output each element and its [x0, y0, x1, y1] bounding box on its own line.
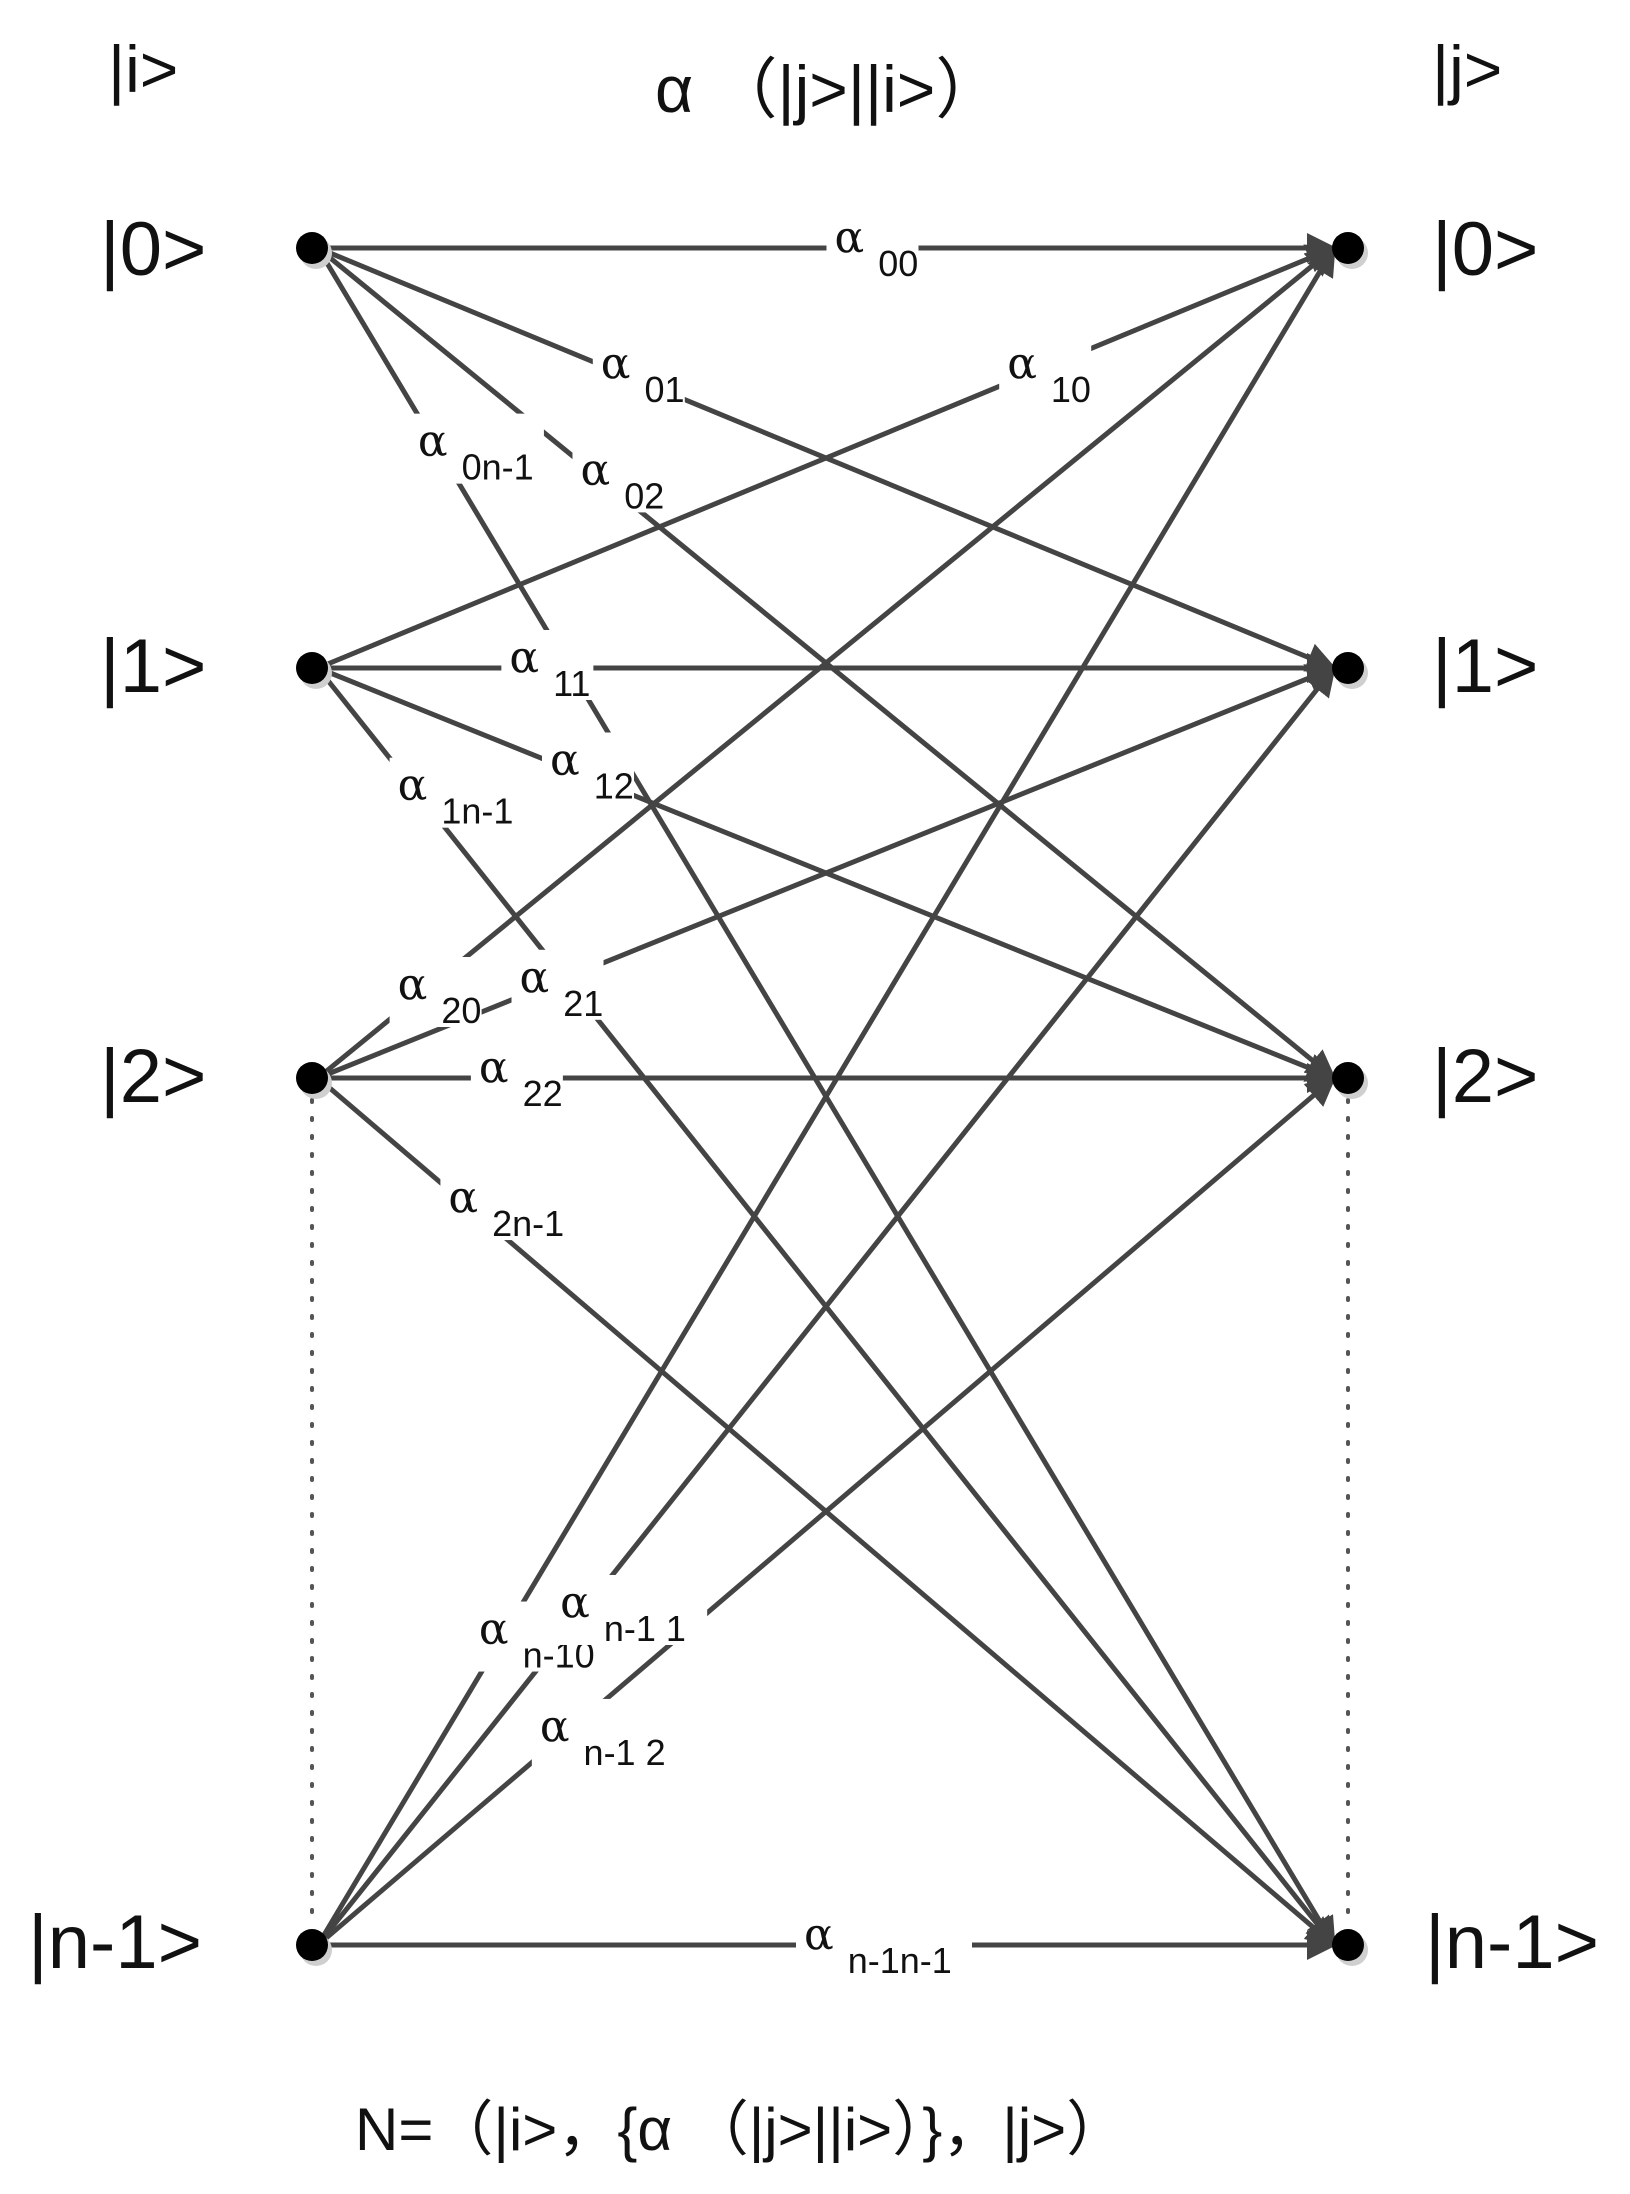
- left-state-1: |1>: [100, 624, 206, 709]
- right-node-2: [1332, 1062, 1364, 1094]
- edge-labels-layer: α 00 α 01 α 02 α 0n-1 α 10 α 11 α 12 α 1n-1 α 20 α 21 α 22 α 2n…: [389, 210, 1092, 1981]
- edge-label-background: [470, 1040, 563, 1110]
- edge-subscript: 0n-1: [462, 447, 534, 488]
- alpha-symbol: α: [540, 1701, 570, 1752]
- alpha-symbol: α: [520, 952, 550, 1003]
- edge-label-1-3: α 1n-1: [398, 760, 514, 832]
- edge-subscript: 22: [523, 1073, 563, 1114]
- alpha-symbol: α: [601, 338, 631, 389]
- edge-label-background: [531, 1698, 687, 1769]
- center-header: α （|j>||i>）: [655, 52, 1001, 126]
- right-node-0: [1332, 232, 1364, 264]
- edge-subscript: n-1n-1: [848, 1940, 952, 1981]
- alpha-symbol: α: [479, 1604, 509, 1655]
- nodes-layer: [296, 232, 1368, 1966]
- edge-label-2-1: α 21: [520, 952, 604, 1024]
- edge-subscript: 20: [441, 990, 481, 1031]
- alpha-symbol: α: [398, 760, 428, 811]
- alpha-symbol: α: [398, 959, 428, 1010]
- edge-label-1-0: α 10: [1007, 338, 1091, 410]
- edge-label-3-3: α n-1n-1: [804, 1909, 952, 1981]
- edge-label-2-0: α 20: [398, 959, 482, 1031]
- left-node-1: [296, 652, 328, 684]
- edge-2-1: [317, 664, 1337, 1081]
- right-node-1: [1332, 652, 1364, 684]
- edge-label-background: [409, 413, 544, 484]
- edge-label-3-2: α n-1 2: [540, 1701, 666, 1773]
- edge-label-background: [511, 949, 604, 1020]
- edge-label-2-2: α 22: [479, 1042, 563, 1114]
- alpha-symbol: α: [479, 1042, 509, 1093]
- edge-2-0: [316, 246, 1337, 1080]
- edge-label-2-3: α 2n-1: [448, 1172, 564, 1244]
- right-state-0: |0>: [1432, 207, 1538, 292]
- alpha-symbol: α: [509, 632, 539, 683]
- edge-label-background: [389, 957, 482, 1027]
- edge-subscript: 21: [563, 983, 603, 1024]
- edge-label-0-0: α 00: [834, 212, 918, 284]
- left-node-2: [296, 1062, 328, 1094]
- alpha-symbol: α: [550, 735, 580, 786]
- alpha-symbol: α: [1007, 338, 1037, 389]
- edge-label-1-2: α 12: [550, 735, 634, 807]
- left-state-0: |0>: [100, 207, 206, 292]
- network-formula: N=（|i>，{α （|j>||i>）}，|j>）: [355, 2096, 1126, 2163]
- edge-label-3-1: α n-1 1: [560, 1577, 686, 1649]
- edge-label-background: [572, 442, 665, 513]
- alpha-symbol: α: [560, 1577, 590, 1628]
- edge-subscript: n-1 1: [604, 1608, 686, 1649]
- edges-layer: [315, 233, 1337, 1960]
- edge-1-0: [317, 244, 1337, 671]
- alpha-symbol: α: [418, 416, 448, 467]
- edge-label-background: [796, 1907, 972, 1977]
- left-node-3: [296, 1929, 328, 1961]
- edge-label-0-2: α 02: [580, 444, 664, 516]
- right-state-1: |1>: [1432, 624, 1538, 709]
- edge-3-2: [316, 1076, 1337, 1947]
- left-state-n-1: |n-1>: [28, 1900, 202, 1985]
- edge-label-background: [542, 732, 634, 803]
- edge-label-1-1: α 11: [509, 632, 590, 704]
- right-column-header: |j>: [1432, 32, 1502, 106]
- edge-label-background: [501, 630, 594, 700]
- left-state-2: |2>: [100, 1034, 206, 1119]
- edge-label-background: [552, 1574, 708, 1645]
- left-column-header: |i>: [108, 32, 178, 106]
- edge-subscript: 2n-1: [492, 1203, 564, 1244]
- edge-subscript: 02: [624, 475, 664, 516]
- edge-subscript: 11: [553, 663, 590, 704]
- alpha-symbol: α: [804, 1909, 834, 1960]
- edge-subscript: 12: [594, 766, 634, 807]
- edge-label-background: [440, 1170, 575, 1241]
- alpha-symbol: α: [834, 212, 864, 263]
- left-node-0: [296, 232, 328, 264]
- edge-label-0-1: α 01: [601, 338, 685, 410]
- edge-subscript: 1n-1: [441, 791, 513, 832]
- alpha-symbol: α: [580, 444, 610, 495]
- alpha-symbol: α: [448, 1172, 478, 1223]
- edge-subscript: 10: [1051, 369, 1091, 410]
- edge-label-background: [592, 336, 685, 406]
- edge-label-background: [389, 757, 524, 828]
- edge-label-0-3: α 0n-1: [418, 416, 534, 488]
- edge-label-background: [999, 336, 1092, 406]
- edge-subscript: 00: [878, 243, 918, 284]
- right-state-n-1: |n-1>: [1425, 1900, 1599, 1985]
- right-node-3: [1332, 1929, 1364, 1961]
- edge-subscript: n-1 2: [584, 1732, 666, 1773]
- edge-label-background: [826, 210, 919, 280]
- right-state-2: |2>: [1432, 1034, 1538, 1119]
- edge-3-1: [316, 665, 1336, 1947]
- edge-subscript: 01: [645, 369, 685, 410]
